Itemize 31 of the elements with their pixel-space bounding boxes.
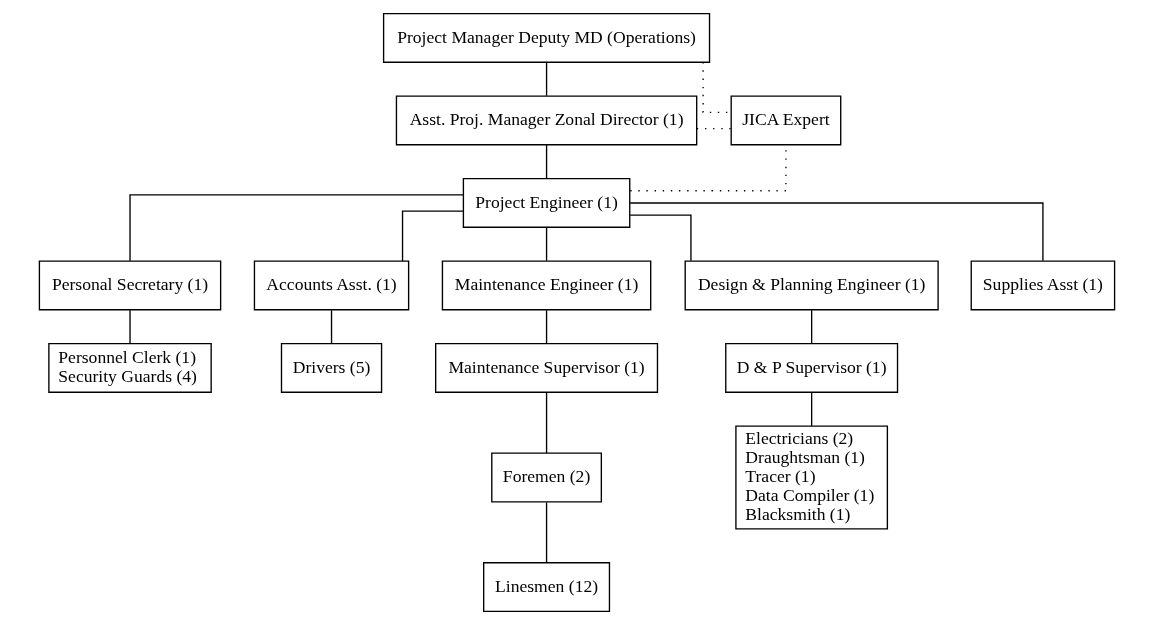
connector — [545, 62, 548, 97]
node-box: Linesmen (12) — [483, 562, 611, 613]
connector — [545, 501, 548, 564]
node-box: Electricians (2) Draughtsman (1) Tracer (1) Data Compiler (1) Blacksmith (1) — [735, 425, 889, 530]
connector — [545, 227, 548, 262]
node-box: D & P Supervisor (1) — [725, 342, 899, 393]
connector — [810, 309, 813, 344]
node-box: Foremen (2) — [491, 452, 602, 503]
node-box: Accounts Asst. (1) — [253, 260, 410, 311]
node-box: Maintenance Supervisor (1) — [435, 342, 659, 393]
connector — [545, 144, 548, 179]
connector — [696, 127, 732, 130]
connector — [545, 392, 548, 454]
node-box: Maintenance Engineer (1) — [441, 260, 652, 311]
node-box: Personal Secretary (1) — [38, 260, 222, 311]
connector — [401, 210, 464, 262]
node-box: Drivers (5) — [280, 342, 383, 393]
node-box: Supplies Asst (1) — [970, 260, 1116, 311]
connector — [810, 392, 813, 427]
node-box: JICA Expert — [730, 95, 842, 146]
connector — [545, 309, 548, 344]
connector — [629, 202, 1044, 262]
node-box: Personnel Clerk (1) Security Guards (4) — [48, 342, 212, 393]
node-box: Asst. Proj. Manager Zonal Director (1) — [395, 95, 698, 146]
connector — [330, 309, 333, 344]
node-box: Project Manager Deputy MD (Operations) — [382, 12, 711, 63]
connector — [129, 309, 131, 344]
connector — [129, 194, 464, 262]
connector — [629, 214, 692, 262]
node-box: Design & Planning Engineer (1) — [684, 260, 939, 311]
node-box: Project Engineer (1) — [462, 177, 631, 228]
